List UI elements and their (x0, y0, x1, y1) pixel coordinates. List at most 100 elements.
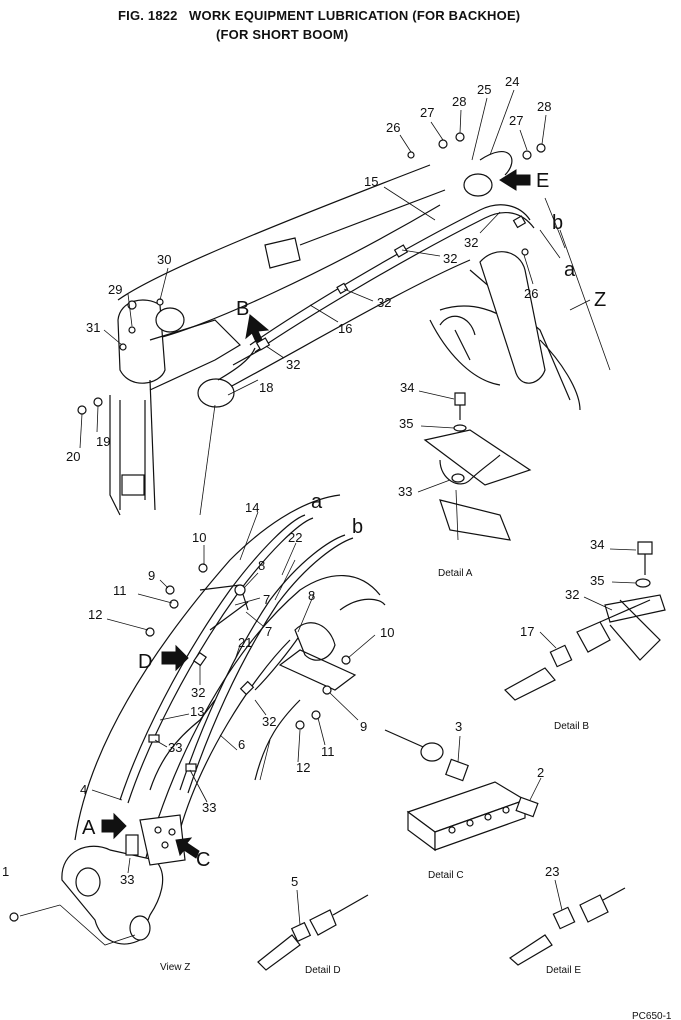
detail-e-connector (579, 894, 609, 923)
leader-27 (430, 121, 444, 141)
leader-a-top (539, 229, 561, 259)
leader-17 (539, 631, 557, 649)
fitting-29 (128, 326, 136, 334)
fitting-2 (515, 796, 539, 818)
leader-33-a (417, 479, 451, 493)
leader-5 (296, 889, 301, 926)
fitting-9b (322, 685, 332, 695)
detail-a-axis (455, 489, 459, 541)
leader-18 (227, 379, 259, 396)
figure-title-text: WORK EQUIPMENT LUBRICATION (FOR BACKHOE) (189, 8, 521, 23)
leader-33c (189, 769, 208, 803)
label-10: 10 (192, 530, 206, 545)
label-8b: 8 (308, 588, 315, 603)
leader-right-bottom (259, 739, 271, 781)
leader-z (569, 299, 591, 311)
manifold-port-1 (448, 826, 456, 834)
boom-right-line (559, 229, 611, 371)
callout-b-lower: b (352, 516, 363, 538)
arm-left-edge (109, 395, 121, 516)
label-33d: 33 (120, 872, 134, 887)
arm-side-boss (294, 622, 336, 661)
boom-top-bracket (479, 151, 513, 176)
fitting-5 (290, 921, 312, 943)
leader-22 (281, 542, 297, 576)
label-4: 4 (80, 782, 87, 797)
arrow-a-icon (101, 812, 127, 840)
manifold-port-3 (484, 813, 492, 821)
grease-line-14 (119, 514, 306, 801)
boom-foot-curve (539, 339, 581, 411)
callout-c: C (196, 849, 210, 871)
detail-e-hose (509, 934, 553, 966)
leader-25 (471, 97, 488, 161)
label-22: 22 (288, 530, 302, 545)
arm-side-bracket (278, 649, 357, 691)
detail-b: 34 35 32 17 Detail B (504, 537, 666, 732)
arrow-b-icon (245, 314, 270, 343)
leader-32c (343, 288, 374, 302)
boom-top-edge (117, 164, 431, 301)
leader-27b (519, 129, 528, 151)
boom-lower-boss (439, 315, 476, 336)
grease-line-15 (249, 204, 531, 346)
grease-fitting-26b (521, 248, 529, 256)
leader-29 (127, 293, 133, 327)
leader-28b (541, 114, 547, 145)
caption-detail-c: Detail C (428, 870, 464, 881)
leader-21 (234, 644, 241, 661)
arm-top-curve (339, 598, 386, 611)
label-24: 24 (505, 74, 519, 89)
detail-d-tube (332, 894, 369, 916)
leader-8 (243, 572, 259, 589)
leader-24 (489, 89, 515, 156)
fitting-23 (552, 906, 576, 930)
fitting-17-body (504, 667, 556, 701)
label-19: 19 (96, 434, 110, 449)
detail-b-hose (599, 599, 651, 623)
leader-33b (154, 739, 168, 748)
bucket-cylinder-rod (149, 379, 156, 511)
grease-line-18 (217, 347, 256, 381)
label-34b: 34 (590, 537, 604, 552)
label-28b: 28 (537, 99, 551, 114)
label-15: 15 (364, 174, 378, 189)
label-23: 23 (545, 864, 559, 879)
label-31: 31 (86, 320, 100, 335)
clamp-upper (393, 244, 409, 258)
detail-b-clamp (604, 594, 666, 623)
leader-10b (347, 634, 376, 659)
boom-lower-line (454, 329, 471, 361)
arm-outer-edge (74, 494, 341, 841)
arrow-e-icon (499, 169, 531, 191)
caption-detail-e: Detail E (546, 965, 581, 976)
detail-a-hole (451, 473, 465, 483)
bolt-12b (295, 720, 305, 730)
label-32c: 32 (377, 295, 391, 310)
upper-boom-assembly (77, 89, 611, 516)
boom-end-plate (117, 299, 166, 384)
detail-e: 23 Detail E (509, 864, 626, 976)
leader-19 (96, 405, 99, 433)
detail-a-plate (423, 429, 532, 486)
leader-11 (137, 593, 173, 604)
label-16: 16 (338, 321, 352, 336)
grease-fitting-10 (198, 563, 208, 573)
leader-14 (239, 511, 259, 561)
leader-9 (159, 579, 169, 589)
label-25: 25 (477, 82, 491, 97)
arm-link-hole (129, 915, 151, 941)
leader-8b (297, 593, 315, 633)
caption-view-z: View Z (160, 962, 190, 973)
figure-number: FIG. 1822 (118, 8, 178, 23)
boom-end-bracket (149, 319, 241, 391)
label-18: 18 (259, 380, 273, 395)
label-32b: 32 (443, 251, 457, 266)
boom-lower-edge (214, 259, 471, 396)
grease-line-13 (149, 699, 216, 791)
grease-fitting-27b (522, 150, 532, 160)
label-8: 8 (258, 558, 265, 573)
bolt-12 (145, 627, 155, 637)
clamp-33b (185, 763, 197, 772)
label-3: 3 (455, 719, 462, 734)
